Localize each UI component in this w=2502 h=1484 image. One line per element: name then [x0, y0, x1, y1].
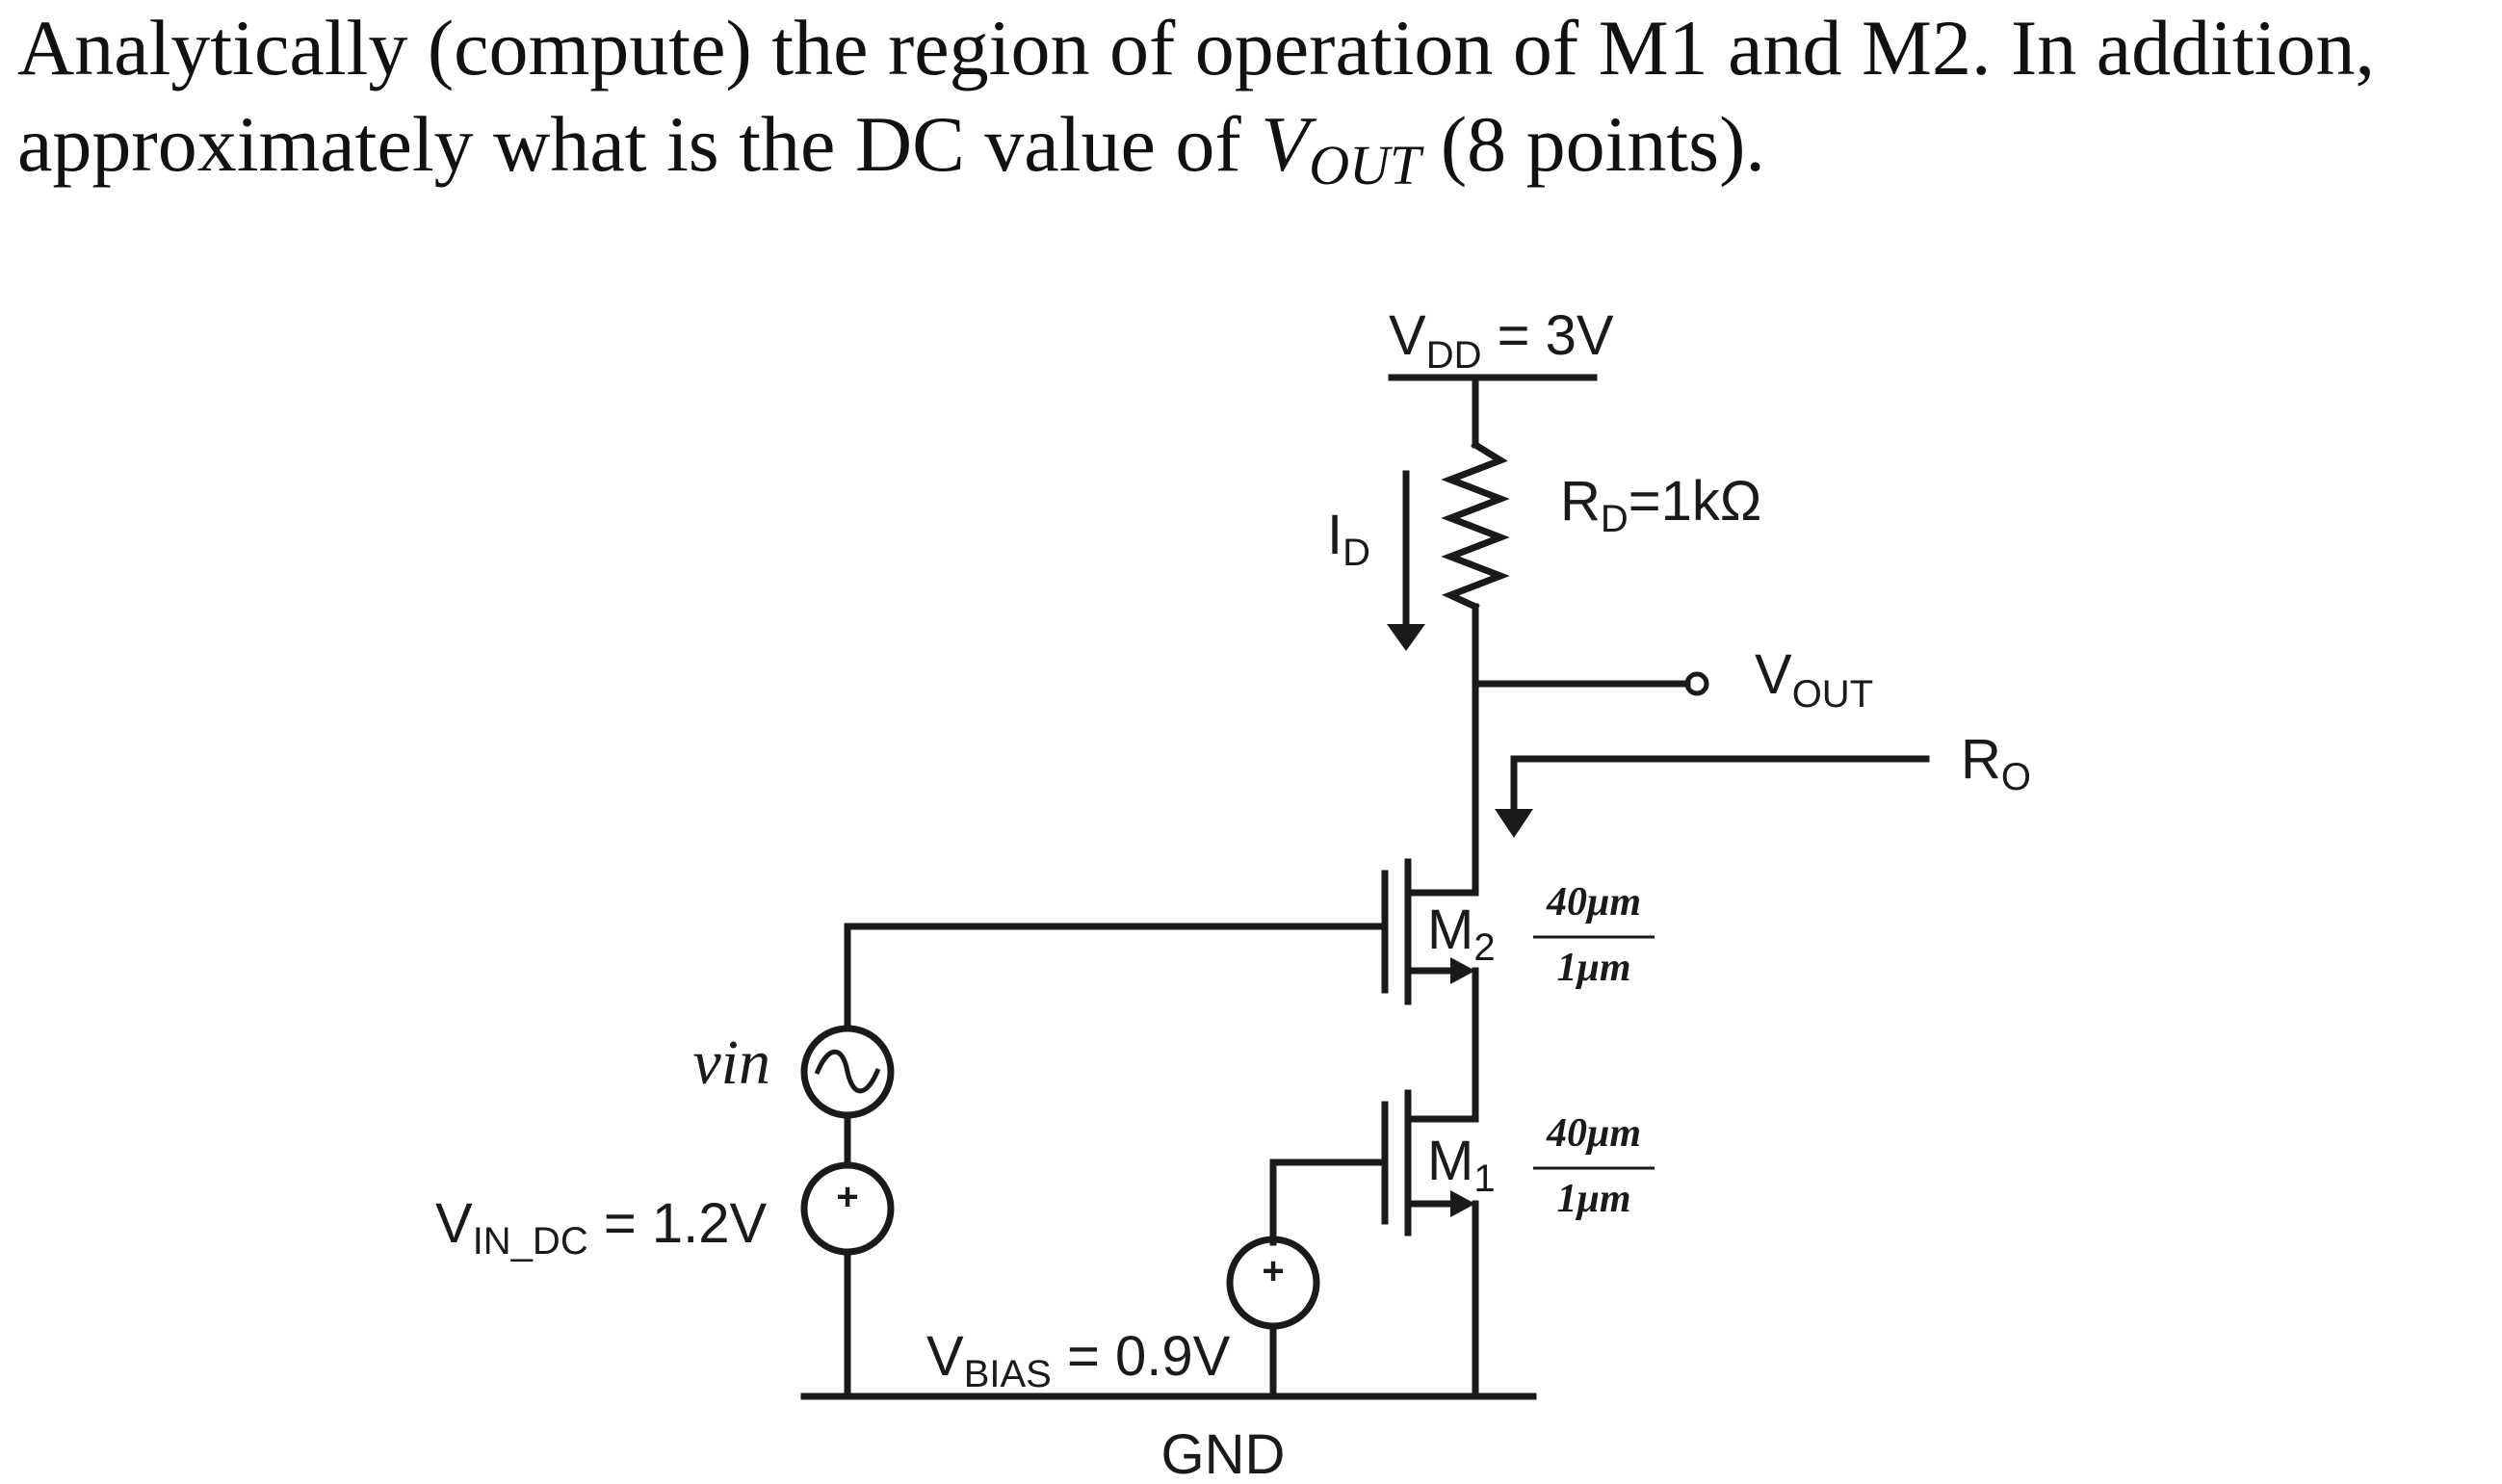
rd-label-value: =1kΩ	[1629, 470, 1762, 533]
m1-source-arrow	[1450, 1190, 1475, 1217]
ro-label-sub: O	[2001, 756, 2031, 798]
id-arrow-head	[1387, 624, 1425, 651]
vdd-label-name: V	[1389, 304, 1426, 367]
sine-wave-icon	[814, 1049, 881, 1094]
question-line-2-prefix: approximately what is the DC value of	[17, 100, 1262, 188]
gnd-label: GND	[1161, 1423, 1286, 1484]
rd-label: RD=1kΩ	[1560, 470, 1761, 540]
question-text: Analytically (compute) the region of ope…	[17, 0, 2492, 196]
vin-dc-label-sub: IN_DC	[473, 1220, 588, 1263]
vin-dc-plus-sign: +	[836, 1176, 858, 1218]
m2-label-name: M	[1427, 898, 1473, 961]
m2-label-sub: 2	[1473, 926, 1495, 969]
vin-dc-label-name: V	[435, 1192, 473, 1255]
m2-length-label: 1μm	[1556, 946, 1630, 990]
vin-ac-label: vin	[692, 1028, 770, 1098]
vbias-label: VBIAS = 0.9V	[926, 1325, 1231, 1395]
vout-symbol-sub: OUT	[1309, 134, 1421, 196]
rd-label-sub: D	[1601, 498, 1629, 540]
rd-label-name: R	[1560, 470, 1601, 533]
m2-width-label: 40μm	[1546, 880, 1641, 924]
vout-symbol: V	[1261, 100, 1310, 188]
vout-label: VOUT	[1755, 643, 1873, 716]
question-line-2-suffix: (8 points).	[1420, 100, 1765, 188]
id-label-sub: D	[1342, 532, 1370, 574]
m2-label: M2	[1427, 898, 1496, 969]
ro-label: RO	[1961, 728, 2031, 798]
vout-terminal	[1684, 671, 1709, 696]
vbias-plus-sign: +	[1262, 1250, 1284, 1292]
m1-label: M1	[1427, 1130, 1496, 1200]
question-line-1: Analytically (compute) the region of ope…	[17, 4, 2375, 91]
m2-source-arrow	[1450, 957, 1475, 984]
m1-length-label: 1μm	[1556, 1177, 1630, 1221]
question-line-2: approximately what is the DC value of VO…	[17, 96, 2492, 196]
vbias-label-name: V	[926, 1325, 964, 1388]
ro-arrow-head	[1495, 809, 1533, 838]
id-label: ID	[1327, 504, 1370, 574]
m1-width-label: 40μm	[1546, 1111, 1641, 1156]
m1-gate-wire	[1269, 1159, 1389, 1246]
m1-label-sub: 1	[1473, 1158, 1495, 1200]
vbias-label-value: = 0.9V	[1052, 1325, 1231, 1388]
ro-arrow-shaft	[1510, 755, 1930, 815]
vout-label-name: V	[1755, 643, 1792, 706]
rd-resistor	[1441, 440, 1510, 612]
m1-label-name: M	[1427, 1130, 1473, 1192]
vout-label-sub: OUT	[1792, 673, 1873, 716]
vdd-label: VDD = 3V	[1389, 304, 1614, 377]
ro-label-name: R	[1961, 728, 2001, 791]
vdd-label-sub: DD	[1426, 334, 1482, 377]
vdd-label-value: = 3V	[1481, 304, 1613, 367]
vbias-label-sub: BIAS	[964, 1353, 1052, 1395]
vin-dc-label-value: = 1.2V	[588, 1192, 768, 1255]
vin-dc-label: VIN_DC = 1.2V	[435, 1192, 767, 1263]
id-label-name: I	[1327, 504, 1342, 566]
